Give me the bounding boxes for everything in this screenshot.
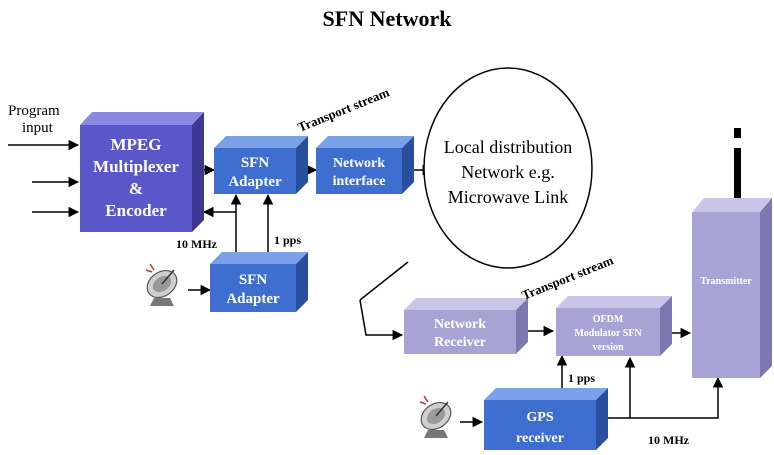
sfn-adapter-bottom-box: SFN Adapter [210, 252, 308, 312]
ofdm-label-line3: version [592, 342, 624, 353]
satellite-dish-icon-bottom [419, 395, 452, 438]
ofdm-modulator-box: OFDM Modulator SFN version [556, 296, 672, 356]
ofdm-label-line2: Modulator SFN [574, 328, 642, 339]
transmitter-box: Transmitter [692, 128, 772, 378]
one-pps-top-label: 1 pps [274, 233, 301, 247]
antenna-tip [734, 128, 741, 138]
gps-receiver-label-line2: receiver [516, 431, 564, 446]
one-pps-bottom-label: 1 pps [568, 371, 595, 385]
mpeg-label-line1: MPEG [111, 135, 162, 154]
network-interface-box: Network interface [316, 136, 414, 194]
cloud-label-line3: Microwave Link [448, 187, 568, 207]
network-interface-label-line2: interface [333, 174, 386, 189]
cloud-label-line2: Network e.g. [461, 162, 554, 182]
antenna-mast [734, 148, 741, 202]
mpeg-label-line3: & [129, 179, 143, 198]
cloud-label-line1: Local distribution [444, 137, 572, 157]
mpeg-label-line2: Multiplexer [93, 157, 179, 176]
ten-mhz-to-ofdm-wire [608, 356, 636, 419]
ten-mhz-top-label: 10 MHz [176, 237, 218, 251]
mpeg-multiplexer-encoder-box: MPEG Multiplexer & Encoder [80, 112, 204, 232]
sfn-adapter-bottom-label-line1: SFN [239, 272, 268, 288]
sfn-adapter-top-label-line2: Adapter [228, 174, 282, 190]
program-input-label-line2: input [22, 120, 54, 136]
network-receiver-label-line2: Receiver [434, 335, 486, 350]
gps-receiver-label-line1: GPS [526, 410, 553, 425]
mpeg-label-line4: Encoder [105, 201, 167, 220]
network-interface-label-line1: Network [333, 156, 385, 171]
program-input-label-line1: Program [8, 103, 60, 119]
network-receiver-box: Network Receiver [404, 298, 528, 354]
ten-mhz-bottom-label: 10 MHz [648, 433, 690, 447]
sfn-adapter-bottom-label-line2: Adapter [226, 291, 280, 307]
transmitter-label: Transmitter [700, 276, 752, 287]
cloud-down-line [359, 261, 409, 301]
network-receiver-label-line1: Network [434, 317, 486, 332]
ofdm-label-line1: OFDM [593, 314, 624, 325]
diagram-title: SFN Network [323, 6, 453, 31]
local-distribution-network-cloud: Local distribution Network e.g. Microwav… [423, 67, 593, 269]
gps-receiver-box: GPS receiver [484, 388, 608, 450]
satellite-dish-icon-top [145, 263, 178, 306]
cloud-to-network-receiver-arrow [359, 299, 404, 341]
sfn-adapter-top-label-line1: SFN [241, 155, 270, 171]
transport-stream-top-label: Transport stream [296, 84, 392, 134]
sfn-adapter-top-box: SFN Adapter [214, 136, 308, 194]
ten-mhz-to-transmitter-wire [630, 376, 724, 419]
